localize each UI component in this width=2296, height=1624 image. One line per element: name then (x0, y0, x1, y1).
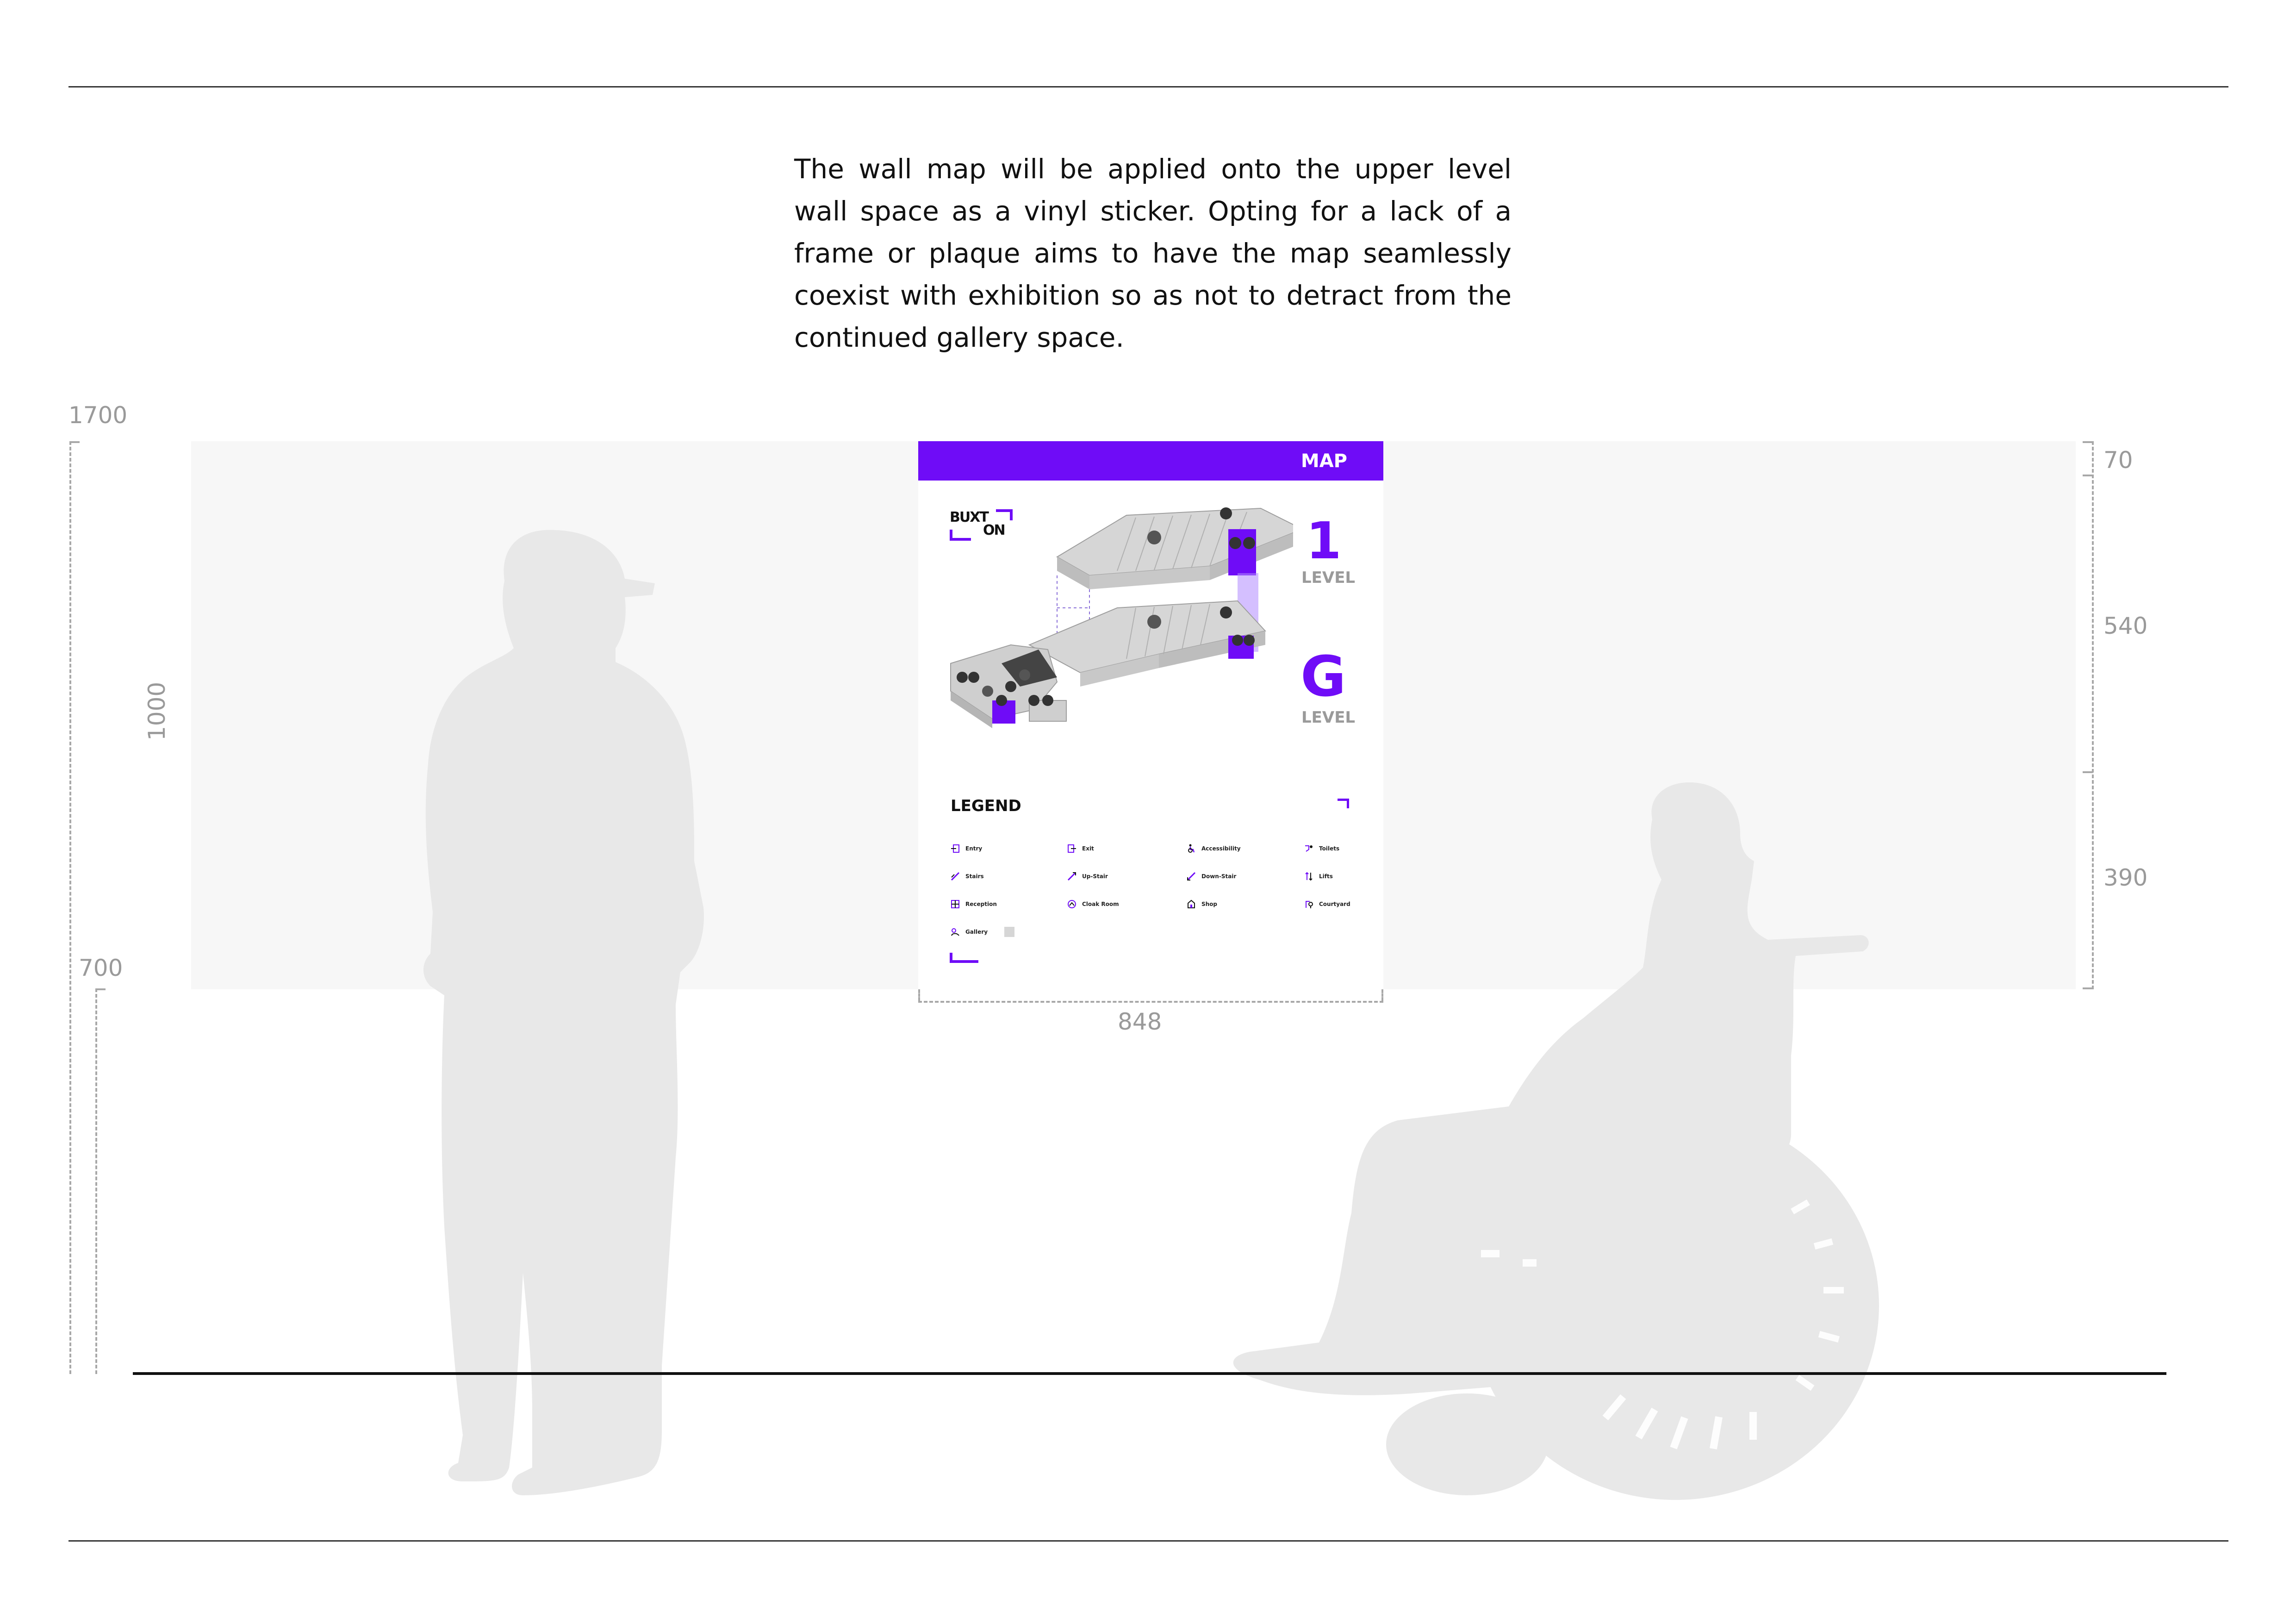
dimension-tick (2083, 987, 2093, 989)
dimension-line-total (69, 441, 71, 1374)
dimension-tick (95, 988, 106, 990)
courtyard-icon (1304, 899, 1313, 909)
exit-icon (1067, 844, 1076, 853)
level-1-label: LEVEL (1301, 568, 1356, 587)
legend-item: Cloak Room (1067, 897, 1119, 911)
dimension-wall-height: 1000 (143, 681, 170, 741)
dimension-right-top: 70 (2103, 447, 2133, 474)
floor-line (133, 1372, 2166, 1375)
legend-item: Accessibility (1187, 842, 1241, 856)
level-g-number: G (1300, 645, 1346, 709)
dimension-tick (69, 441, 80, 443)
down-stair-icon (1187, 872, 1196, 881)
dimension-tick (2083, 441, 2093, 443)
buxton-logo: BUXT ON (950, 509, 1014, 542)
level-1-number: 1 (1306, 511, 1342, 570)
legend-bottom-corner-icon (950, 953, 978, 963)
dimension-tick (2083, 771, 2093, 773)
legend-item: Stairs (951, 869, 984, 883)
isometric-floor-map (950, 507, 1293, 728)
dimension-right-mid: 540 (2103, 612, 2148, 639)
legend-item: Gallery (951, 925, 1015, 939)
logo-bottom-text: ON (983, 522, 1006, 538)
standing-person-silhouette (423, 530, 704, 1495)
top-divider (68, 86, 2228, 87)
ground-level-floor (950, 600, 1266, 728)
level-g-label: LEVEL (1301, 708, 1356, 727)
accessibility-icon (1187, 844, 1196, 853)
entry-icon (951, 844, 960, 853)
dimension-tick (2083, 475, 2093, 476)
legend-item: Entry (951, 842, 982, 856)
dimension-right-bottom: 390 (2103, 864, 2148, 891)
dimension-tick (918, 989, 920, 1001)
map-panel: MAP BUXT ON (918, 441, 1383, 989)
legend-item: Exit (1067, 842, 1094, 856)
dimension-line-floor (95, 988, 97, 1374)
legend-item: Courtyard (1304, 897, 1350, 911)
gallery-swatch (1004, 927, 1015, 937)
legend-corner-icon (1338, 799, 1349, 808)
legend-item: Down-Stair (1187, 869, 1236, 883)
stairs-icon (951, 872, 960, 881)
logo-corner-icon (950, 530, 971, 541)
map-header: MAP (918, 441, 1383, 481)
legend-item: Up-Stair (1067, 869, 1108, 883)
gallery-icon (951, 927, 960, 937)
legend-item: Lifts (1304, 869, 1333, 883)
dimension-line-right (2092, 441, 2094, 989)
lifts-icon (1304, 872, 1313, 881)
dimension-total-height: 1700 (68, 402, 128, 429)
bottom-divider (68, 1540, 2228, 1542)
dimension-line-map-width (918, 1001, 1383, 1003)
toilets-icon (1304, 844, 1313, 853)
dimension-map-width: 848 (1118, 1008, 1162, 1035)
legend-item: Reception (951, 897, 997, 911)
logo-top-text: BUXT (950, 509, 989, 525)
up-stair-icon (1067, 872, 1076, 881)
logo-corner-icon (996, 509, 1013, 520)
legend-item: Shop (1187, 897, 1217, 911)
dimension-tick (1381, 989, 1383, 1001)
upper-level-floor (1056, 507, 1293, 589)
legend-item: Toilets (1304, 842, 1339, 856)
map-header-title: MAP (1300, 450, 1347, 472)
reception-icon (951, 899, 960, 909)
shop-icon (1187, 899, 1196, 909)
description-text: The wall map will be applied onto the up… (794, 153, 1512, 353)
legend-title: LEGEND (951, 797, 1021, 815)
wheel-spokes (1481, 1199, 1844, 1449)
dimension-floor-offset: 700 (79, 955, 123, 981)
cloak-room-icon (1067, 899, 1076, 909)
wheelchair-person-silhouette (1233, 782, 1879, 1500)
